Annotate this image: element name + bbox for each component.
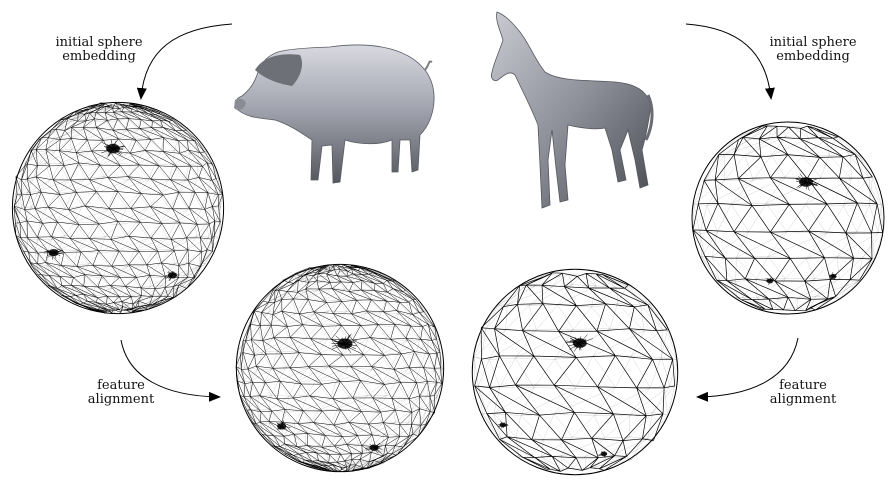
horse-aligned-mesh-front — [474, 272, 676, 472]
arrow-bottom-left — [120, 339, 221, 402]
horse-model — [490, 11, 654, 209]
horse-aligned-feature-point-3 — [600, 451, 608, 457]
label-bottom-right-line1: feature — [779, 378, 827, 393]
label-bottom-right-line2: alignment — [769, 392, 837, 407]
pig-aligned-outline — [235, 263, 445, 473]
pig-aligned-sphere — [235, 263, 445, 473]
pig-initial-feature-point-2 — [48, 248, 59, 257]
arrow-bottom-right — [696, 337, 799, 402]
label-top-left-line1: initial sphere — [55, 35, 143, 50]
label-top-right-line2: embedding — [776, 49, 850, 64]
horse-aligned-feature-point-2 — [499, 422, 507, 428]
label-bottom-right: feature alignment — [748, 379, 858, 407]
horse-initial-feature-point-2 — [766, 278, 774, 284]
pig-initial-feature-point-3 — [167, 272, 177, 279]
horse-aligned-outline — [471, 268, 679, 476]
horse-initial-feature-point-1 — [799, 177, 813, 187]
pig-aligned-feature-point-2 — [277, 423, 287, 430]
arrow-top-right — [685, 23, 775, 100]
label-bottom-left: feature alignment — [66, 379, 176, 407]
label-bottom-left-line2: alignment — [87, 392, 155, 407]
horse-aligned-feature-point-1 — [572, 338, 587, 348]
label-top-right: initial sphere embedding — [758, 36, 868, 64]
pig-model — [234, 44, 435, 184]
label-top-left-line2: embedding — [62, 49, 136, 64]
pig-initial-outline — [11, 101, 225, 315]
pig-initial-sphere — [11, 101, 225, 315]
label-bottom-left-line1: feature — [97, 378, 145, 393]
horse-initial-outline — [691, 121, 885, 315]
pig-aligned-mesh-front — [235, 264, 443, 472]
horse-aligned-mesh-back — [473, 272, 677, 471]
horse-initial-sphere — [691, 121, 885, 315]
arrow-top-left — [136, 23, 233, 100]
label-top-left: initial sphere embedding — [44, 36, 154, 64]
horse-initial-feature-point-3 — [829, 274, 837, 279]
horse-initial-mesh-front — [692, 125, 883, 312]
pig-aligned-feature-point-3 — [369, 444, 379, 451]
label-top-right-line1: initial sphere — [769, 35, 857, 50]
pig-initial-feature-point-1 — [106, 143, 120, 154]
pig-aligned-feature-point-1 — [337, 338, 353, 349]
horse-aligned-sphere — [471, 268, 679, 476]
